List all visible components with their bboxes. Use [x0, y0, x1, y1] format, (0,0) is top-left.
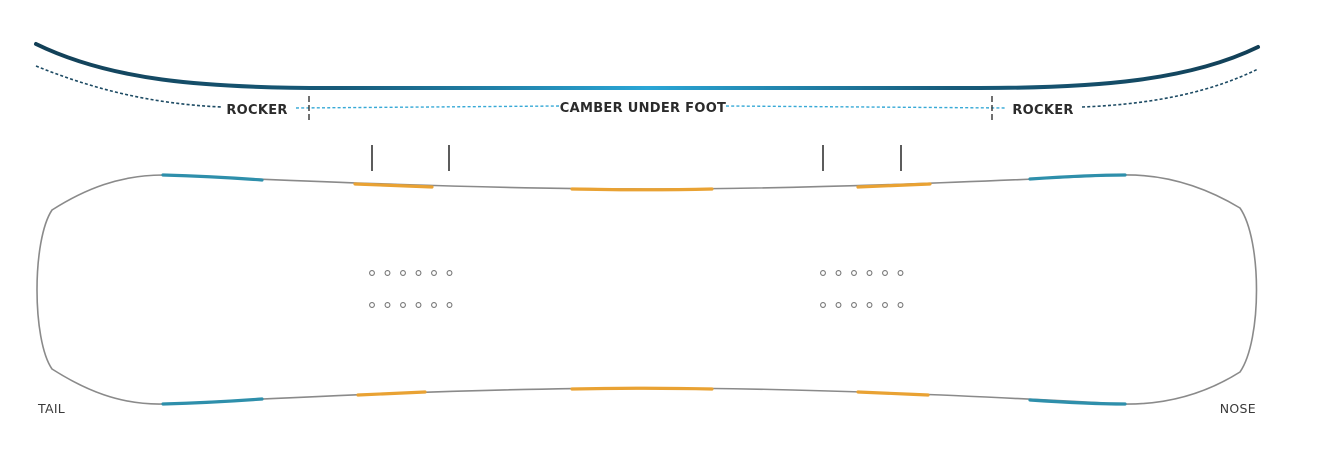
insert-hole [897, 302, 904, 308]
insert-hole [446, 270, 453, 276]
insert-hole [400, 270, 406, 276]
edge-accent-bottom-center [570, 386, 714, 391]
insert-hole [835, 302, 842, 308]
insert-hole [820, 302, 826, 308]
nose-label: NOSE [1220, 401, 1256, 416]
camber-label: CAMBER UNDER FOOT [560, 101, 726, 116]
tail-top-accent [161, 173, 264, 182]
edge-accent-top-left [353, 182, 434, 189]
tail-label: TAIL [37, 401, 65, 416]
tail-bottom-accent [161, 397, 264, 406]
insert-hole [369, 270, 375, 276]
insert-hole [446, 302, 453, 308]
insert-hole [431, 270, 437, 276]
insert-hole [431, 302, 437, 308]
edge-accent-top-right [856, 182, 932, 189]
insert-pattern [369, 270, 904, 308]
insert-hole [866, 302, 873, 308]
board-top-view: TAIL NOSE [36, 173, 1258, 416]
nose-top-accent [1028, 173, 1127, 181]
insert-hole [369, 302, 375, 308]
insert-hole [415, 302, 422, 308]
insert-hole [851, 270, 857, 276]
board-outline [36, 174, 1258, 405]
binding-zone-markers [371, 145, 902, 171]
nose-bottom-accent [1028, 398, 1127, 406]
insert-hole [384, 270, 391, 276]
rocker-right-dashed-line [1081, 68, 1259, 108]
camber-left-dashed-line [295, 105, 561, 109]
rocker-left-dashed-line [35, 65, 223, 108]
edge-accent-bottom-left [356, 390, 427, 397]
insert-hole [384, 302, 391, 308]
insert-hole [897, 270, 904, 276]
insert-hole [851, 302, 857, 308]
insert-hole [882, 302, 888, 308]
insert-hole [882, 270, 888, 276]
profile-view: ROCKER CAMBER UNDER FOOT ROCKER [34, 42, 1260, 121]
insert-hole [400, 302, 406, 308]
profile-base-line [34, 42, 1260, 90]
edge-accent-top-center [570, 187, 714, 192]
insert-hole [820, 270, 826, 276]
rocker-left-label: ROCKER [226, 103, 287, 118]
insert-hole [835, 270, 842, 276]
camber-right-dashed-line [725, 105, 1007, 109]
rocker-right-label: ROCKER [1012, 103, 1073, 118]
insert-hole [866, 270, 873, 276]
insert-hole [415, 270, 422, 276]
edge-accent-bottom-right [856, 390, 930, 397]
